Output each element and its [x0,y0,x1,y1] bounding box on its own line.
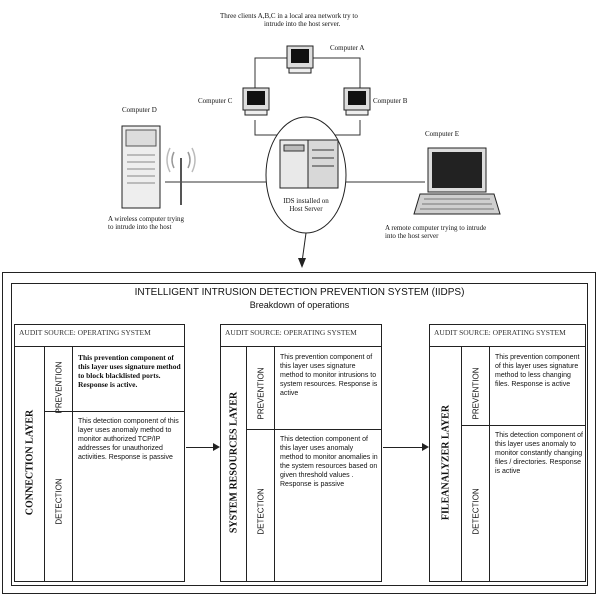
computer-e-laptop-icon [413,147,501,215]
arrow-head-2 [422,443,429,451]
iidps-subtitle: Breakdown of operations [249,300,350,310]
server-label-line-2: Host Server [289,205,323,213]
arrow-connection-to-system [186,447,216,448]
subcomponent-column: PREVENTION DETECTION [45,347,73,581]
computer-c-icon [242,87,270,116]
remote-caption-line-1: A remote computer trying to intrude [385,224,487,232]
subcomponent-column: PREVENTION DETECTION [462,347,490,581]
prevention-description: This prevention component of this layer … [280,354,378,397]
remote-caption: A remote computer trying to intrude into… [385,224,535,240]
remote-caption-line-2: into the host server [385,232,439,240]
system-resources-layer-panel: AUDIT SOURCE: OPERATING SYSTEM SYSTEM RE… [220,324,382,582]
iidps-inner-frame: INTELLIGENT INTRUSION DETECTION PREVENTI… [11,283,588,586]
host-server-icon [279,139,339,189]
prevention-label: PREVENTION [471,367,481,420]
subcomponent-column: PREVENTION DETECTION [247,347,275,581]
network-caption: Three clients A,B,C in a local area netw… [220,12,420,28]
lan-ring [254,57,361,136]
file-analyzer-layer-label: FILEANALYZER LAYER [440,404,452,521]
panel-divider [247,429,381,430]
audit-source-label: AUDIT SOURCE: OPERATING SYSTEM [221,325,381,347]
wireless-antenna-icon [166,147,196,205]
computer-d-label: Computer D [122,106,157,114]
prevention-label: PREVENTION [54,361,64,414]
detection-label: DETECTION [471,488,481,535]
computer-b-label: Computer B [373,97,408,105]
detection-description: This detection component of this layer u… [78,418,179,461]
panel-divider [462,425,585,426]
layer-column: FILEANALYZER LAYER [430,347,462,581]
computer-e-label: Computer E [425,130,460,138]
layer-column: SYSTEM RESOURCES LAYER [221,347,247,581]
server-label: IDS installed on Host Server [276,197,336,213]
network-caption-line-1: Three clients A,B,C in a local area netw… [220,12,358,20]
computer-d-icon [121,125,161,209]
wireless-caption-line-2: to intrude into the host [108,223,172,231]
server-down-arrow [301,232,307,263]
arrow-head-1 [213,443,220,451]
iidps-title: INTELLIGENT INTRUSION DETECTION PREVENTI… [134,287,465,298]
audit-source-label: AUDIT SOURCE: OPERATING SYSTEM [15,325,184,347]
connection-layer-label: CONNECTION LAYER [24,409,36,516]
computer-a-label: Computer A [330,44,365,52]
file-analyzer-layer-panel: AUDIT SOURCE: OPERATING SYSTEM FILEANALY… [429,324,586,582]
prevention-description: This prevention component of this layer … [495,354,580,388]
panel-divider [45,411,184,412]
audit-source-label: AUDIT SOURCE: OPERATING SYSTEM [430,325,585,347]
prevention-description: This prevention component of this layer … [78,353,181,389]
detection-label: DETECTION [54,478,64,525]
system-resources-layer-label: SYSTEM RESOURCES LAYER [228,391,240,534]
network-diagram [121,45,501,268]
computer-a-icon [286,45,314,74]
detection-label: DETECTION [256,488,266,535]
computer-b-icon [343,87,371,116]
connection-layer-panel: AUDIT SOURCE: OPERATING SYSTEM CONNECTIO… [14,324,185,582]
arrow-system-to-file [383,447,425,448]
prevention-label: PREVENTION [256,367,266,420]
wireless-caption-line-1: A wireless computer trying [108,215,185,223]
layer-column: CONNECTION LAYER [15,347,45,581]
detection-description: This detection component of this layer u… [495,432,583,475]
iidps-outer-frame: INTELLIGENT INTRUSION DETECTION PREVENTI… [2,272,596,594]
detection-description: This detection component of this layer u… [280,436,378,488]
computer-c-label: Computer C [198,97,233,105]
network-caption-line-2: intrude into the host server. [264,20,341,28]
wireless-caption: A wireless computer trying to intrude in… [108,215,228,231]
server-label-line-1: IDS installed on [283,197,329,205]
